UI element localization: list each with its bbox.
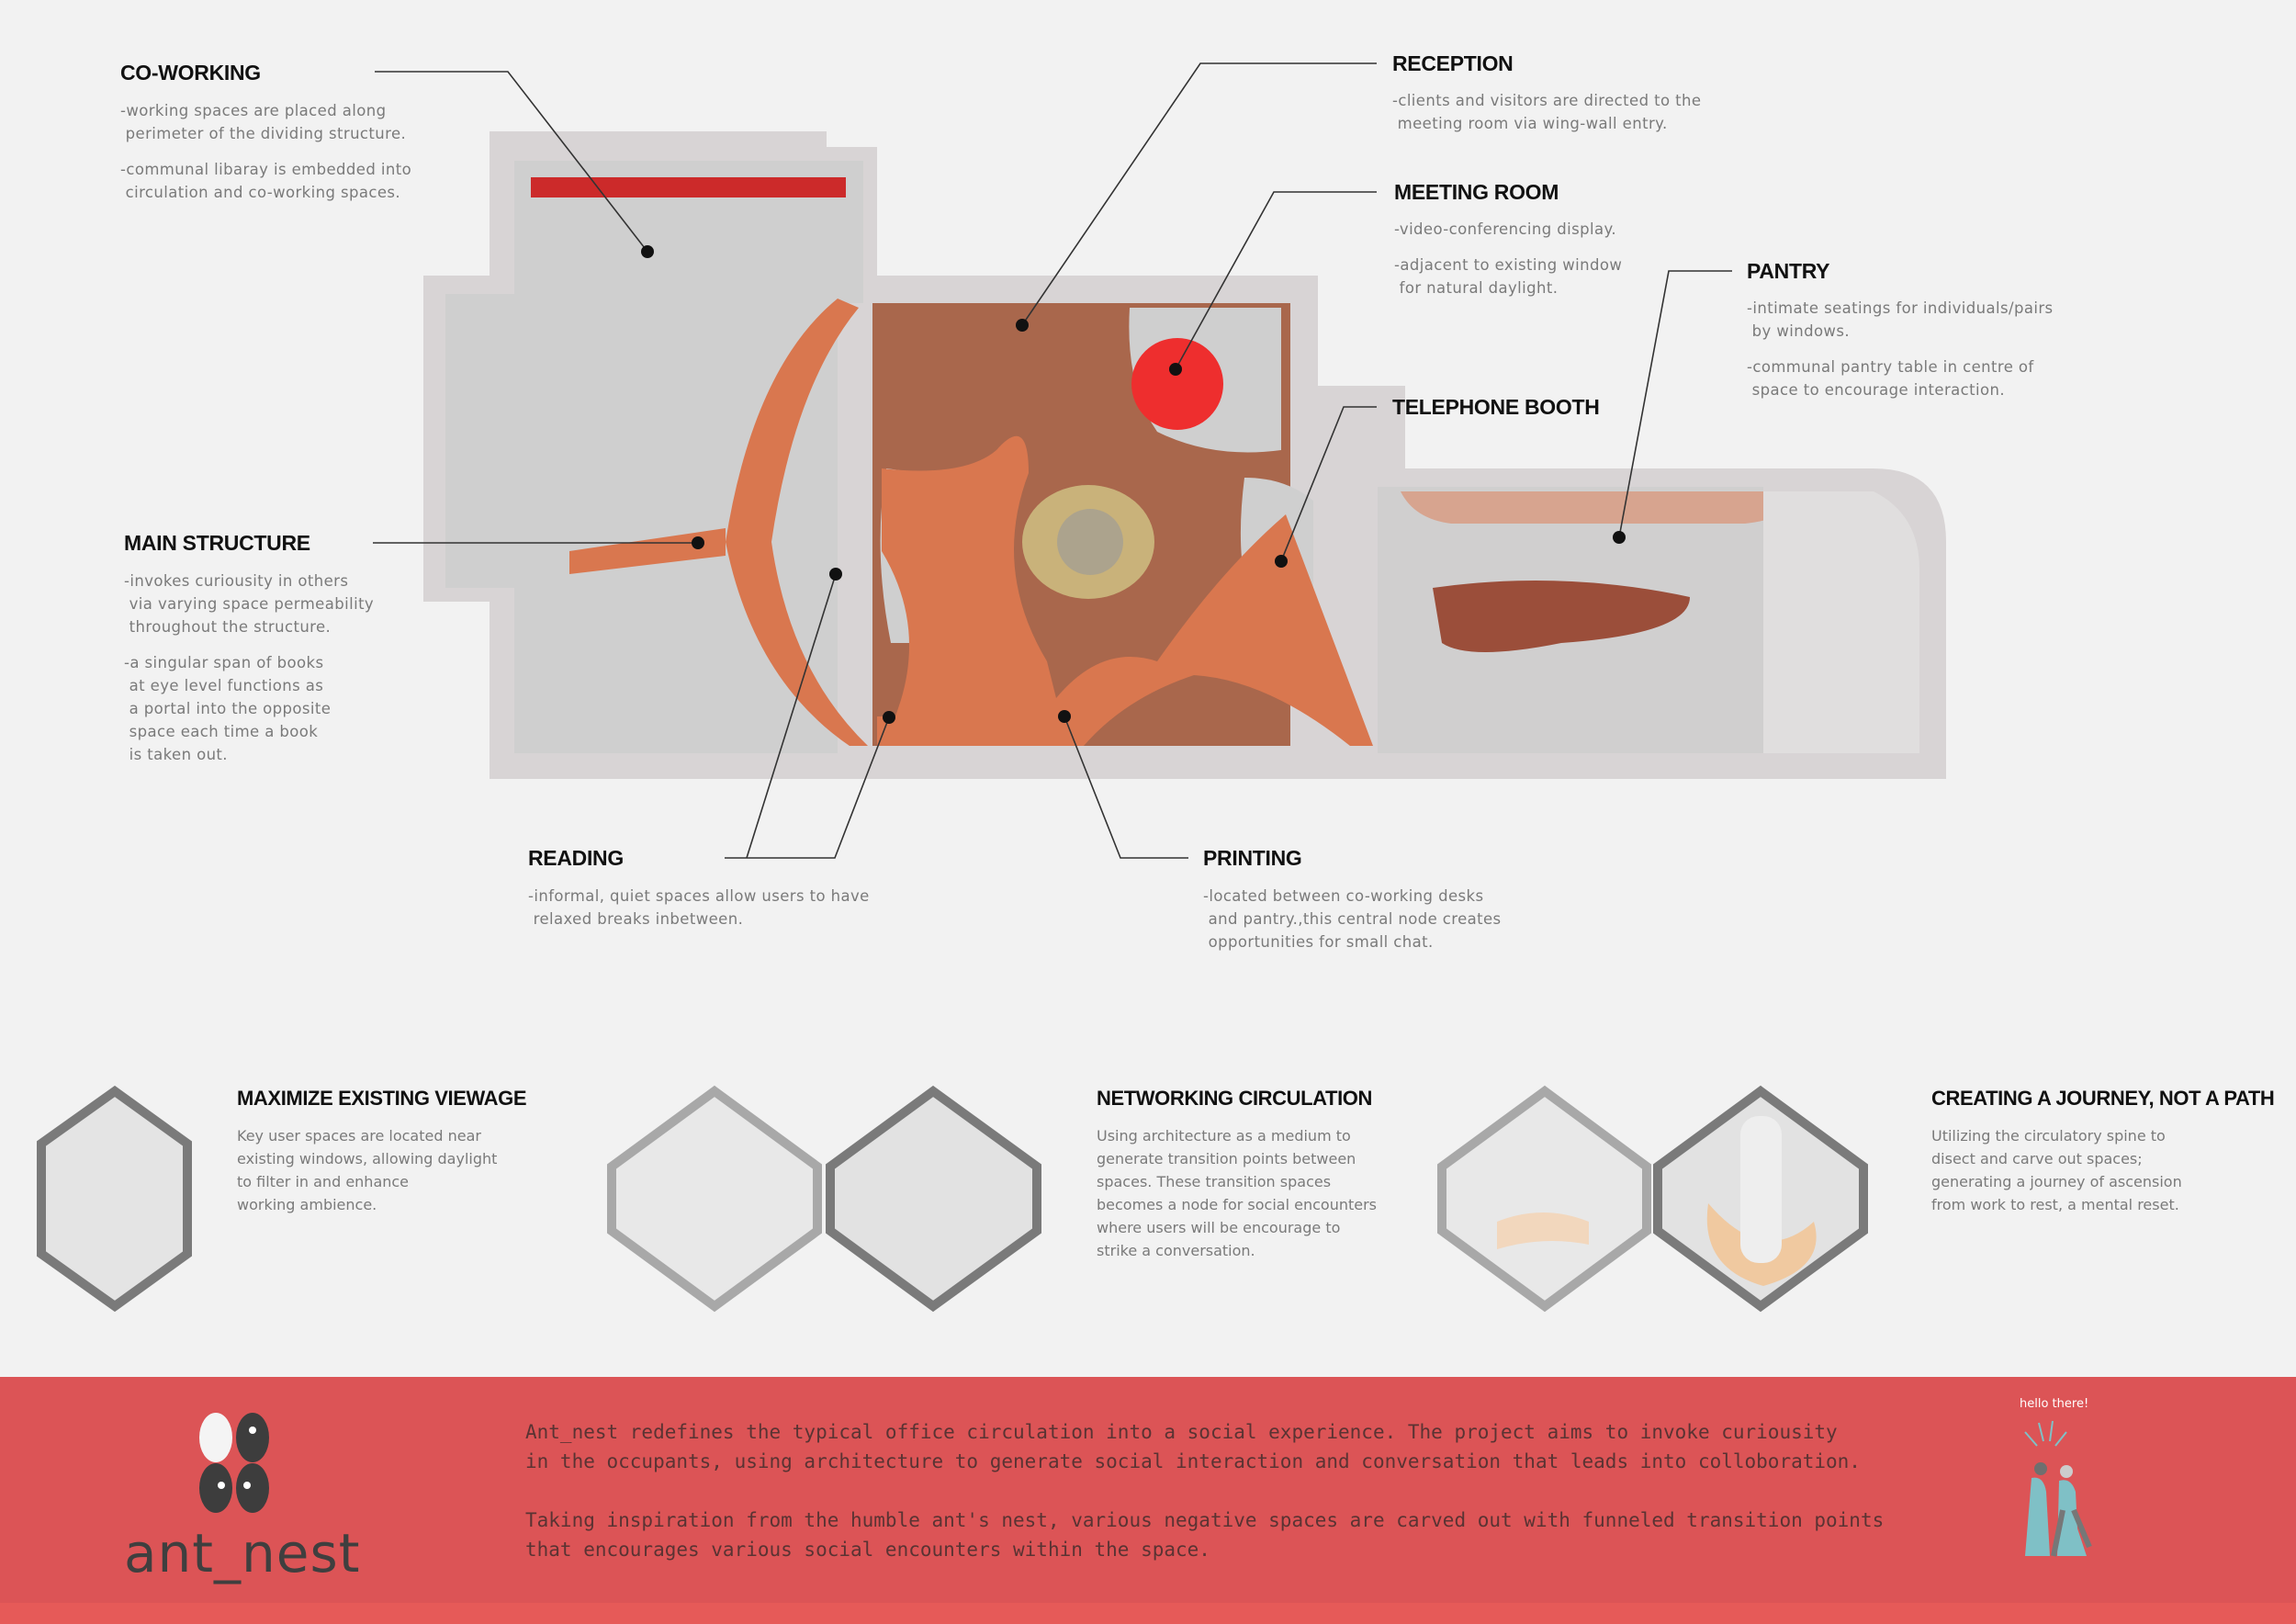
concept-text-circulation: Using architecture as a medium to genera…	[1097, 1127, 1378, 1259]
hexagon-circulation-2	[826, 1085, 1041, 1313]
footer-band	[0, 1603, 2296, 1624]
callout-dots	[641, 245, 1626, 724]
printing-text: -located between co-working desks and pa…	[1203, 887, 1502, 951]
printing-title: PRINTING	[1203, 846, 1302, 870]
ant-nest-logo-icon	[199, 1413, 269, 1513]
meeting-room-text-1: -video-conferencing display.	[1394, 220, 1616, 238]
footer-text-1: Ant_nest redefines the typical office ci…	[525, 1421, 1838, 1443]
meeting-table	[1131, 338, 1223, 430]
concept-title-journey: CREATING A JOURNEY, NOT A PATH	[1931, 1087, 2275, 1110]
footer-text-3: Taking inspiration from the humble ant's…	[525, 1509, 1885, 1531]
concept-title-circulation: NETWORKING CIRCULATION	[1097, 1087, 1372, 1110]
bookshelf	[531, 177, 846, 197]
coworking-text-1: -working spaces are placed along perimet…	[120, 102, 407, 142]
hexagon-journey-2	[1653, 1085, 1868, 1313]
main-structure-title: MAIN STRUCTURE	[124, 531, 310, 555]
reading-text: -informal, quiet spaces allow users to h…	[528, 887, 870, 928]
callout-lines	[373, 62, 1732, 859]
reception-title: RECEPTION	[1392, 51, 1514, 75]
concept-text-journey: Utilizing the circulatory spine to disec…	[1931, 1127, 2182, 1213]
footer-text-2: in the occupants, using architecture to …	[525, 1450, 1861, 1472]
pantry-title: PANTRY	[1747, 259, 1830, 283]
reading-title: READING	[528, 846, 624, 870]
main-structure-text-1: -invokes curiousity in others via varyin…	[124, 572, 375, 636]
hexagon-circulation-1	[607, 1085, 822, 1313]
concept-text-viewage: Key user spaces are located near existin…	[237, 1127, 498, 1213]
coworking-title: CO-WORKING	[120, 61, 261, 85]
pantry-text-2: -communal pantry table in centre of spac…	[1747, 358, 2034, 399]
reception-text: -clients and visitors are directed to th…	[1392, 92, 1702, 132]
pantry-floor	[1378, 487, 1919, 753]
greeting-text: hello there!	[2020, 1397, 2089, 1411]
meeting-room-text-2: -adjacent to existing window for natural…	[1394, 256, 1623, 297]
concept-hexagons	[37, 1085, 1868, 1313]
main-structure-text-2: -a singular span of books at eye level f…	[124, 654, 332, 763]
coworking-text-2: -communal libaray is embedded into circu…	[120, 161, 412, 201]
hexagon-viewage	[37, 1085, 192, 1313]
pantry-table	[1433, 581, 1690, 652]
footer: ant_nest Ant_nest redefines the typical …	[0, 1377, 2296, 1624]
brand-name: ant_nest	[124, 1522, 361, 1585]
meeting-room-title: MEETING ROOM	[1394, 180, 1559, 204]
telephone-booth-title: TELEPHONE BOOTH	[1392, 395, 1600, 419]
people-greeting-icon	[2024, 1420, 2092, 1557]
footer-text-4: that encourages various social encounter…	[525, 1539, 1210, 1561]
pantry-text-1: -intimate seatings for individuals/pairs…	[1747, 299, 2054, 340]
concept-title-viewage: MAXIMIZE EXISTING VIEWAGE	[237, 1087, 527, 1110]
hexagon-journey-1	[1437, 1085, 1651, 1313]
main-structure	[569, 299, 1373, 746]
